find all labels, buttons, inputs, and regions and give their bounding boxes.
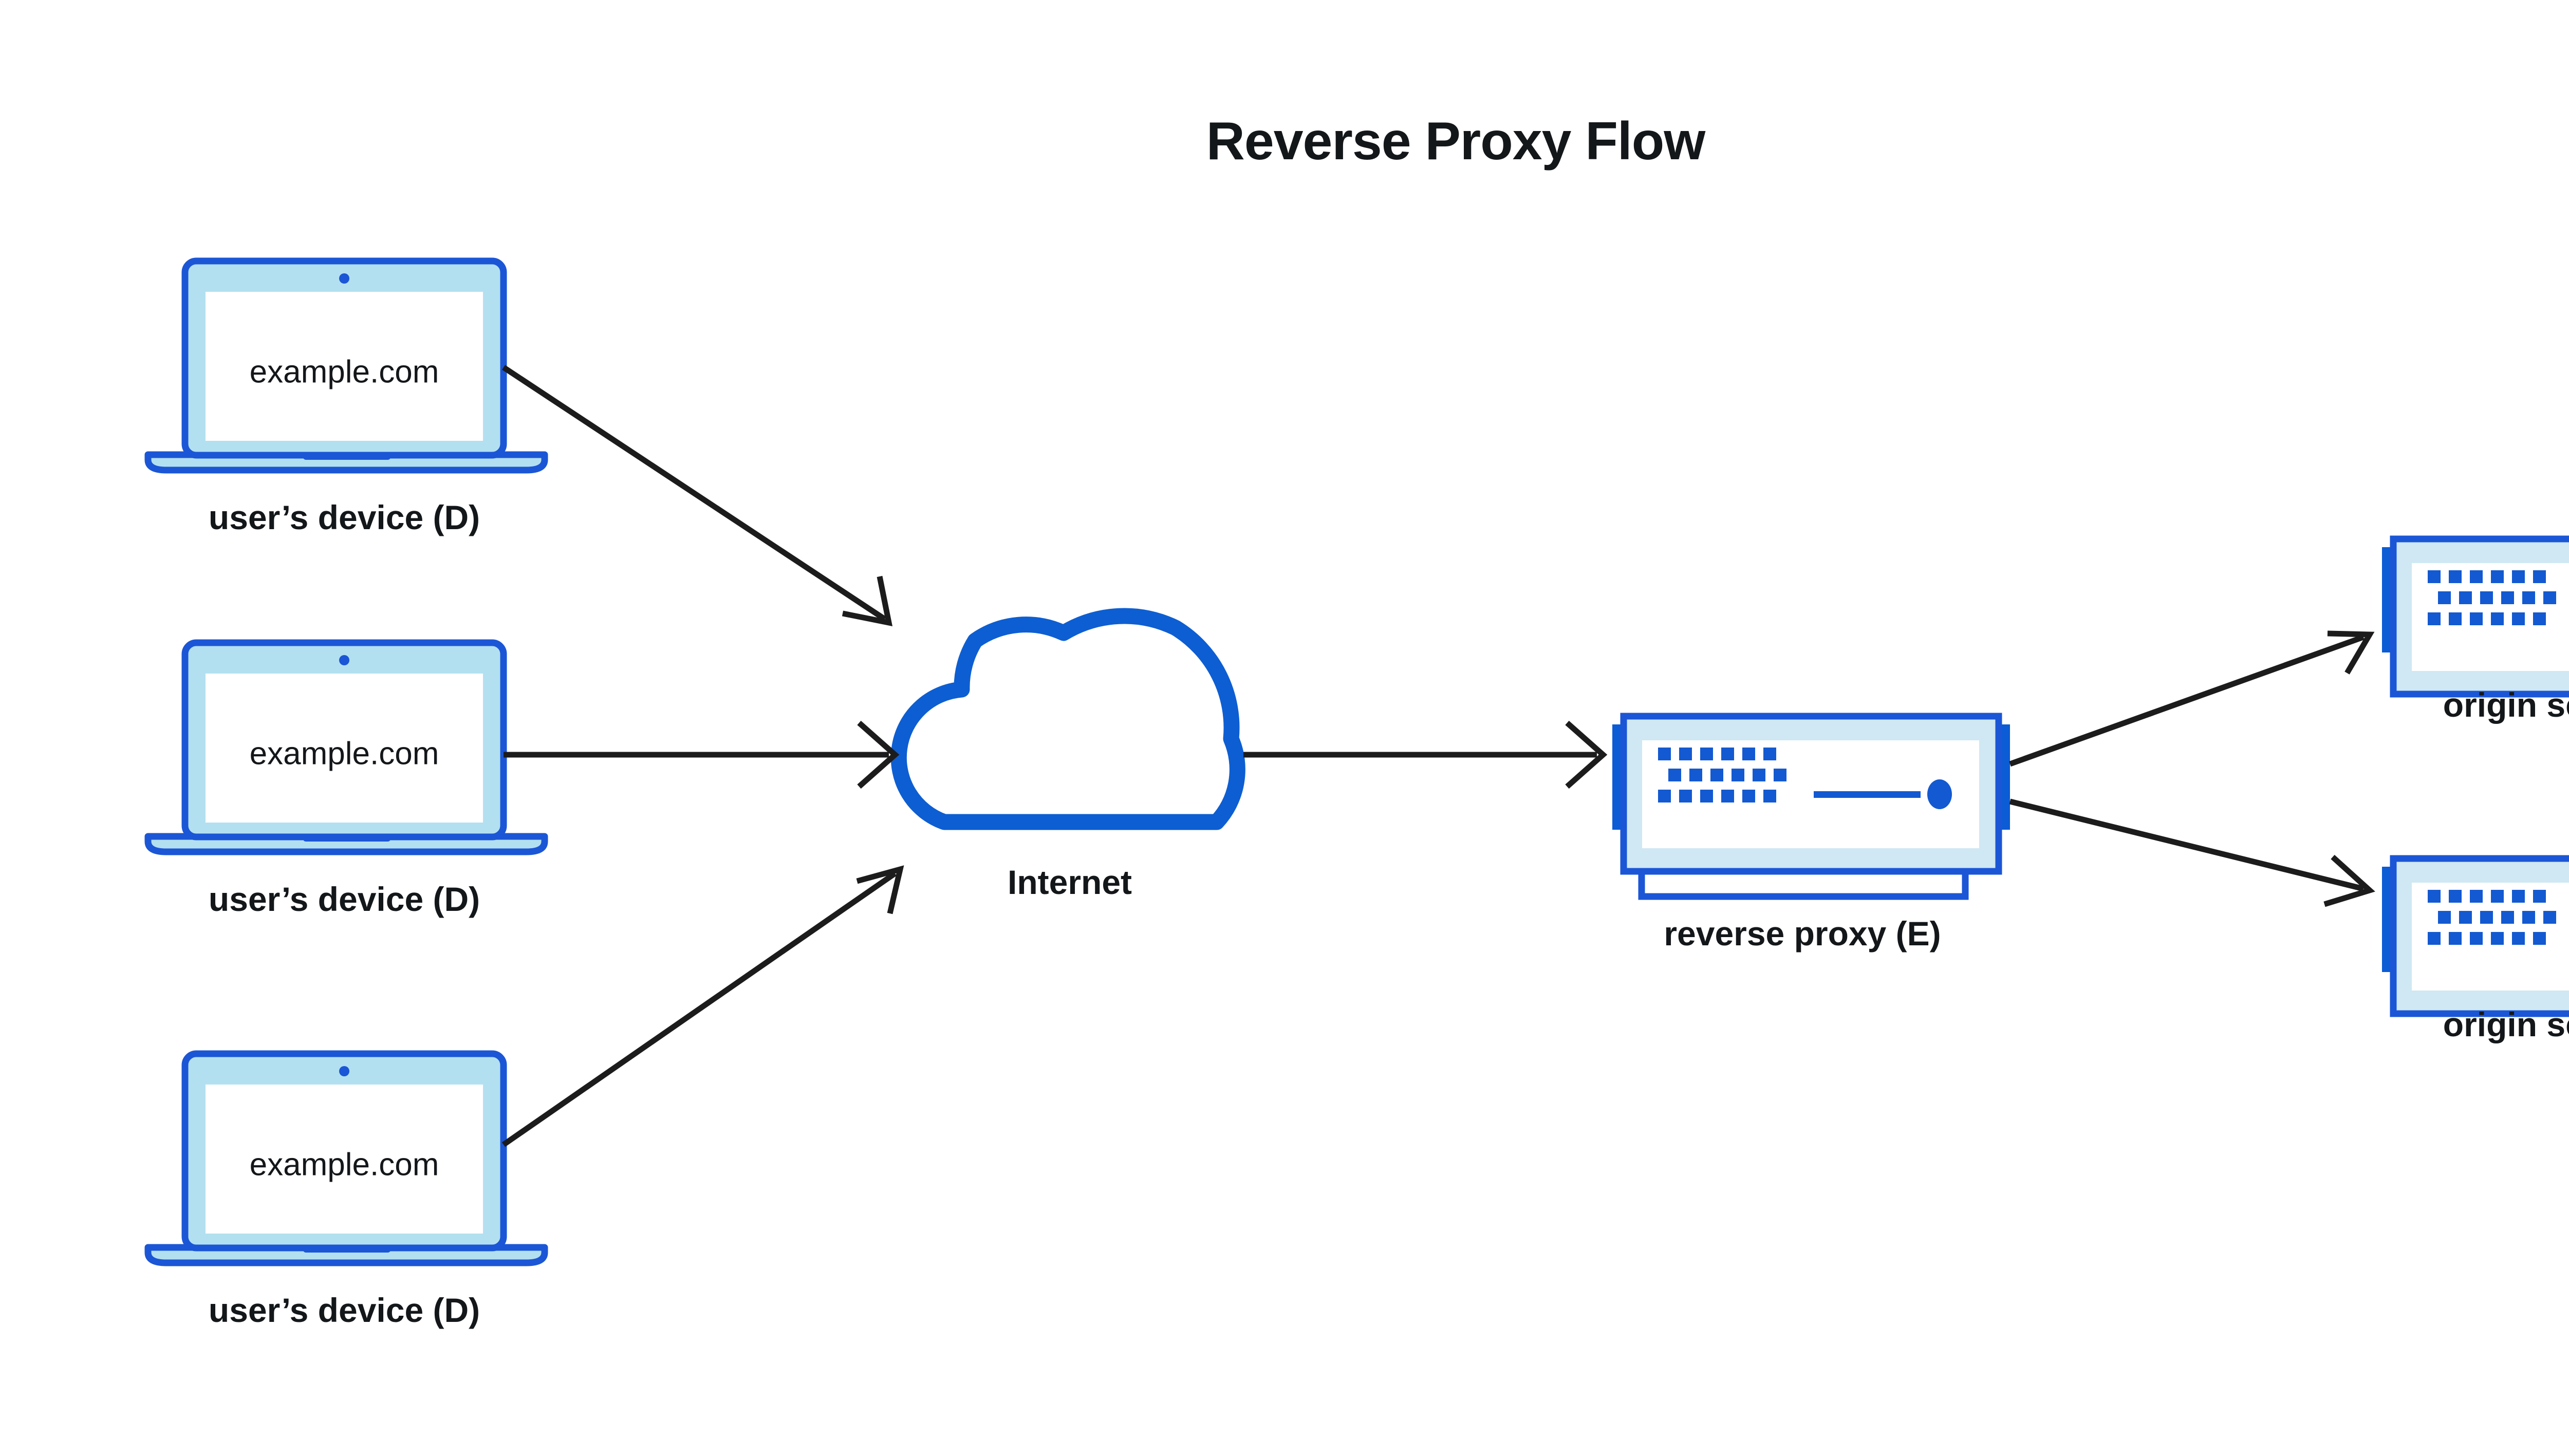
edge-internet-proxy bbox=[1243, 720, 1608, 789]
node-reverse-proxy[interactable]: reverse proxy (E) bbox=[1612, 713, 2010, 953]
laptop-screen-text: example.com bbox=[250, 354, 439, 389]
edge-proxy-origin-top bbox=[2009, 630, 2375, 767]
laptop-camera-icon bbox=[339, 655, 349, 665]
diagram-title: Reverse Proxy Flow bbox=[1206, 111, 1706, 171]
node-label-client-top: user’s device (D) bbox=[209, 498, 480, 536]
edge-client-middle-internet bbox=[504, 720, 900, 789]
edge-client-top-internet bbox=[501, 365, 893, 627]
node-label-internet: Internet bbox=[1008, 863, 1132, 901]
server-led-grid bbox=[2428, 890, 2556, 945]
server-led-grid bbox=[2428, 570, 2556, 625]
edge-client-bottom-internet bbox=[501, 865, 904, 1147]
node-label-client-bottom: user’s device (D) bbox=[209, 1291, 480, 1329]
laptop-screen bbox=[206, 292, 483, 441]
server-led-grid bbox=[1658, 748, 1786, 802]
laptop-screen bbox=[206, 674, 483, 823]
node-client-top[interactable]: example.com user’s device (D) bbox=[144, 257, 548, 536]
node-label-origin-bottom: origin server (F) bbox=[2443, 1005, 2569, 1043]
laptop-screen-text: example.com bbox=[250, 1147, 439, 1182]
node-label-origin-top: origin server (F) bbox=[2443, 686, 2569, 724]
node-internet[interactable]: Internet bbox=[890, 608, 1245, 901]
laptop-screen bbox=[206, 1085, 483, 1234]
server-status-dot bbox=[1927, 779, 1952, 809]
cloud-icon bbox=[890, 608, 1245, 830]
laptop-camera-icon bbox=[339, 1066, 349, 1076]
node-origin-bottom[interactable]: origin server (F) bbox=[2382, 855, 2569, 1043]
node-label-reverse-proxy: reverse proxy (E) bbox=[1664, 914, 1941, 953]
laptop-screen-text: example.com bbox=[250, 736, 439, 771]
node-origin-top[interactable]: origin server (F) bbox=[2382, 535, 2569, 724]
server-panel bbox=[1642, 740, 1979, 848]
node-client-middle[interactable]: example.com user’s device (D) bbox=[144, 639, 548, 918]
edge-proxy-origin-bottom bbox=[2009, 798, 2375, 907]
laptop-camera-icon bbox=[339, 273, 349, 284]
server-status-line bbox=[1814, 791, 1921, 798]
node-client-bottom[interactable]: example.com user’s device (D) bbox=[144, 1050, 548, 1329]
node-label-client-middle: user’s device (D) bbox=[209, 880, 480, 918]
